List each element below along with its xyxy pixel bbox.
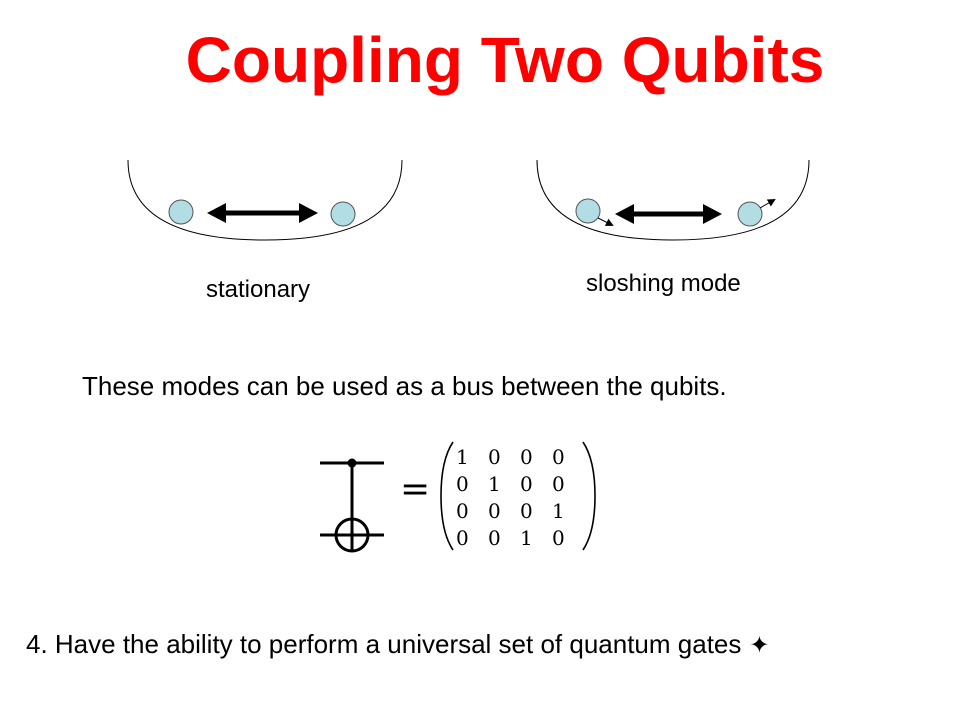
matrix-left-paren: [440, 441, 454, 551]
matrix-cell: 0: [456, 472, 469, 496]
qubit-left-1: [168, 199, 194, 225]
target-circle: [334, 517, 370, 553]
matrix-cell: 0: [520, 445, 533, 469]
star-icon: ✦: [749, 631, 770, 659]
double-arrow-left: [207, 203, 318, 223]
matrix-cell: 0: [552, 445, 565, 469]
cnot-matrix: 1 0 0 0 0 1 0 0 0 0 0 1 0 0 1 0: [438, 440, 598, 556]
matrix-cell: 0: [488, 445, 501, 469]
matrix-right-paren: [582, 441, 596, 551]
qubit-left-2: [330, 201, 356, 227]
requirement-line: 4. Have the ability to perform a univers…: [26, 628, 770, 661]
matrix-cell: 1: [488, 472, 501, 496]
trap-well-left: [127, 159, 403, 241]
matrix-cell: 0: [520, 472, 533, 496]
label-sloshing-mode: sloshing mode: [586, 270, 741, 297]
matrix-cell: 0: [488, 499, 501, 523]
matrix-cell: 0: [456, 526, 469, 550]
trap-well-right: [536, 159, 810, 241]
matrix-cell: 0: [456, 499, 469, 523]
matrix-cell: 0: [552, 472, 565, 496]
double-arrow-right: [615, 204, 722, 224]
slide-title: Coupling Two Qubits: [185, 24, 825, 96]
matrix-cell: 0: [520, 499, 533, 523]
requirement-text: 4. Have the ability to perform a univers…: [26, 629, 742, 659]
matrix-cell: 1: [520, 526, 533, 550]
matrix-cell: 0: [552, 526, 565, 550]
qubit-right-2: [737, 201, 763, 227]
motion-arrow-left: [597, 217, 614, 226]
matrix-grid: 1 0 0 0 0 1 0 0 0 0 0 1 0 0 1 0: [456, 444, 584, 552]
equals-sign: =: [400, 469, 431, 510]
qubit-right-1: [575, 198, 601, 224]
matrix-cell: 1: [552, 499, 565, 523]
label-stationary: stationary: [206, 276, 311, 303]
control-dot: [347, 458, 357, 468]
motion-arrow-right: [759, 199, 776, 209]
cnot-gate: [320, 458, 384, 553]
matrix-cell: 0: [488, 526, 501, 550]
matrix-cell: 1: [456, 445, 469, 469]
bus-caption: These modes can be used as a bus between…: [82, 371, 727, 401]
